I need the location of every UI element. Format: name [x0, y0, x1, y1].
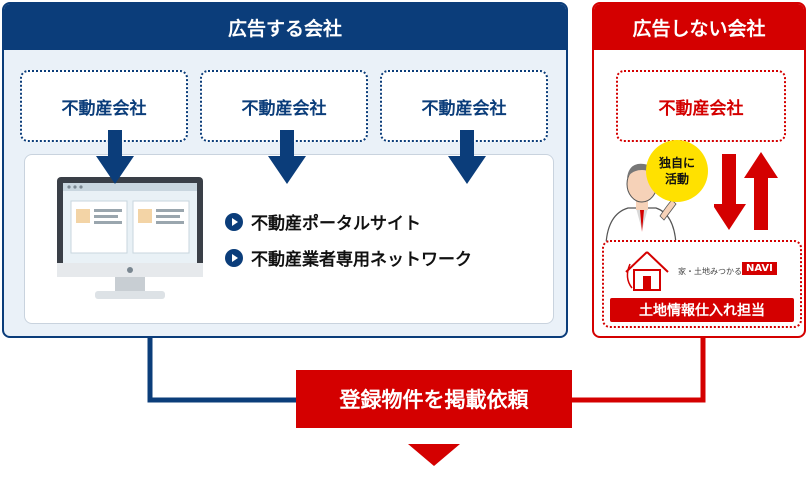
play-circle-icon: [225, 212, 243, 231]
down-triangle: [408, 444, 460, 466]
channel-label-network: 不動産業者専用ネットワーク: [251, 250, 472, 270]
down-arrows: [96, 130, 486, 184]
channel-item-network: 不動産業者専用ネットワーク: [225, 245, 472, 270]
down-arrow-red: [714, 154, 746, 230]
listing-channels-box: 不動産ポータルサイト 不動産業者専用ネットワーク: [24, 154, 554, 324]
left-connector: [147, 338, 300, 403]
speech-bubble: 独自に 活動: [646, 140, 708, 202]
company-box-own: 不動産会社: [616, 70, 786, 142]
down-arrow-2: [268, 130, 306, 184]
right-connector: [568, 338, 706, 403]
play-circle-icon: [225, 248, 243, 267]
non-advertising-header: 広告しない会社: [594, 4, 804, 50]
navi-service-name: 家・土地みつかる: [678, 267, 742, 276]
company-box-1: 不動産会社: [20, 70, 188, 142]
navi-badge: NAVI: [742, 262, 777, 275]
listing-request-box: 登録物件を掲載依頼: [296, 370, 572, 428]
bubble-line-2: 活動: [664, 172, 689, 186]
down-arrow-3: [448, 130, 486, 184]
non-advertising-panel: 広告しない会社 不動産会社 独自に 活動 家・土地みつかる NAVI 土地情報仕…: [592, 2, 806, 338]
navi-box: 家・土地みつかる NAVI 土地情報仕入れ担当: [602, 240, 802, 328]
up-arrow-red: [744, 152, 778, 230]
monitor-icon: [57, 177, 203, 299]
down-arrow-1: [96, 130, 134, 184]
house-logo-icon: [625, 251, 669, 291]
bubble-line-1: 独自に: [658, 156, 695, 170]
channel-label-portal: 不動産ポータルサイト: [251, 214, 421, 234]
advertising-header: 広告する会社: [4, 4, 566, 50]
channel-item-portal: 不動産ポータルサイト: [225, 209, 421, 234]
exchange-arrows: [714, 152, 778, 230]
advertising-panel: 広告する会社 不動産会社 不動産会社 不動産会社: [2, 2, 568, 338]
land-info-label: 土地情報仕入れ担当: [610, 298, 794, 322]
